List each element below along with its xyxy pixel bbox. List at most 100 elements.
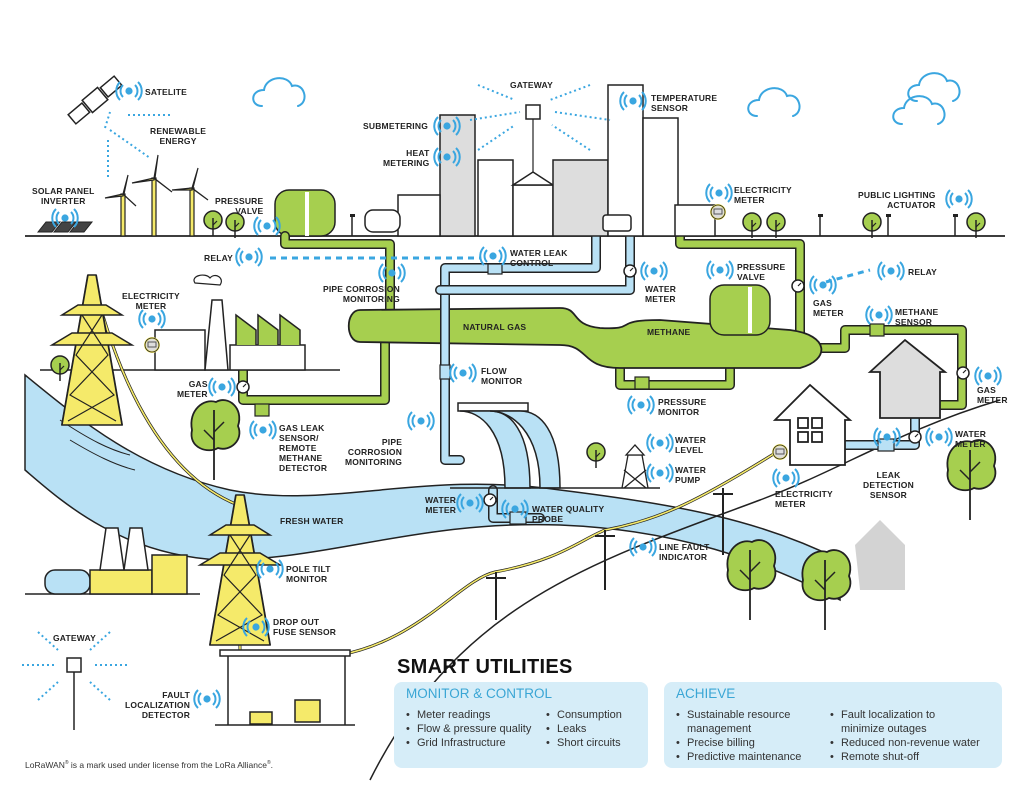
label-natural-gas: NATURAL GAS [463, 322, 527, 332]
list-item: Flow & pressure quality [406, 722, 531, 736]
factory-buildings [154, 299, 306, 371]
lorawan-trademark-footer: LoRaWAN® is a mark used under license fr… [25, 760, 274, 770]
hill-line [369, 399, 1001, 781]
street-lamp-icon [817, 213, 824, 237]
signal-icon [809, 275, 837, 295]
signal-icon [705, 183, 733, 203]
water-meter-gauge-icon [908, 430, 922, 444]
gas-meter-gauge-icon [956, 366, 970, 380]
gateway-device-icon [66, 657, 82, 730]
signal-icon [877, 261, 905, 281]
electricity-meter-device-icon [144, 337, 160, 353]
water-meter-gauge-icon [483, 493, 497, 507]
achieve-panel: ACHIEVE Sustainable resource management … [664, 682, 1002, 768]
gas-tank-right [709, 284, 771, 336]
list-item: Reduced non-revenue water [830, 736, 980, 750]
cloud-icon [892, 95, 946, 125]
tree-icon [586, 442, 606, 469]
list-item: Consumption [546, 708, 622, 722]
signal-icon [249, 420, 277, 440]
list-item: Sustainable resource [676, 708, 801, 722]
signal-icon [193, 689, 221, 709]
house-white [772, 383, 853, 466]
tree-icon [225, 212, 245, 239]
list-item: Grid Infrastructure [406, 736, 531, 750]
signal-icon [138, 309, 166, 329]
achieve-list-2: Fault localization to minimize outages R… [830, 708, 980, 764]
list-item: Precise billing [676, 736, 801, 750]
pylon-icon [51, 274, 133, 426]
tree-icon [726, 539, 777, 621]
monitor-control-list-2: Consumption Leaks Short circuits [546, 708, 622, 750]
house-gray [867, 338, 948, 419]
achieve-heading: ACHIEVE [676, 686, 736, 701]
gas-meter-gauge-icon [791, 279, 805, 293]
tree-icon [766, 212, 786, 239]
list-item: Meter readings [406, 708, 531, 722]
signal-icon [772, 468, 800, 488]
monitor-control-panel: MONITOR & CONTROL Meter readings Flow & … [394, 682, 648, 768]
signal-icon [627, 395, 655, 415]
signal-icon [706, 260, 734, 280]
dam-water-treatment [450, 402, 660, 489]
tree-icon [862, 212, 882, 239]
electricity-meter-device-icon [710, 204, 726, 220]
label-submetering: SUBMETERING [363, 121, 429, 131]
signal-icon [646, 463, 674, 483]
signal-icon [925, 427, 953, 447]
achieve-list-1: Sustainable resource management Precise … [676, 708, 801, 764]
list-item: Short circuits [546, 736, 622, 750]
label-relay: RELAY [908, 267, 938, 277]
list-item: Predictive maintenance [676, 750, 801, 764]
monitor-control-list-1: Meter readings Flow & pressure quality G… [406, 708, 531, 750]
cloud-icon [252, 77, 306, 107]
gas-storage-tank [274, 189, 336, 237]
list-item: Leaks [546, 722, 622, 736]
signal-icon [865, 305, 893, 325]
list-item-continuation: management [687, 723, 752, 735]
label-methane: METHANE [647, 327, 691, 337]
cloud-icon [747, 87, 801, 117]
gas-meter-gauge-icon [236, 380, 250, 394]
signal-icon [235, 247, 263, 267]
electricity-meter-device-icon [772, 444, 788, 460]
substation [215, 649, 355, 726]
house-outline-gray [855, 520, 905, 590]
monitor-control-heading: MONITOR & CONTROL [406, 686, 553, 701]
signal-icon [479, 246, 507, 266]
street-lamp-icon [349, 213, 356, 237]
wind-turbine-icon [104, 154, 209, 237]
signal-icon [449, 363, 477, 383]
signal-icon [974, 366, 1002, 386]
satellite-icon [67, 75, 123, 125]
list-item: Fault localization to [830, 708, 980, 722]
signal-icon [208, 377, 236, 397]
natural-gas-main-line [347, 307, 823, 369]
power-plant [44, 527, 188, 595]
tree-icon [742, 212, 762, 239]
tree-icon [801, 549, 852, 631]
signal-icon [640, 261, 668, 281]
